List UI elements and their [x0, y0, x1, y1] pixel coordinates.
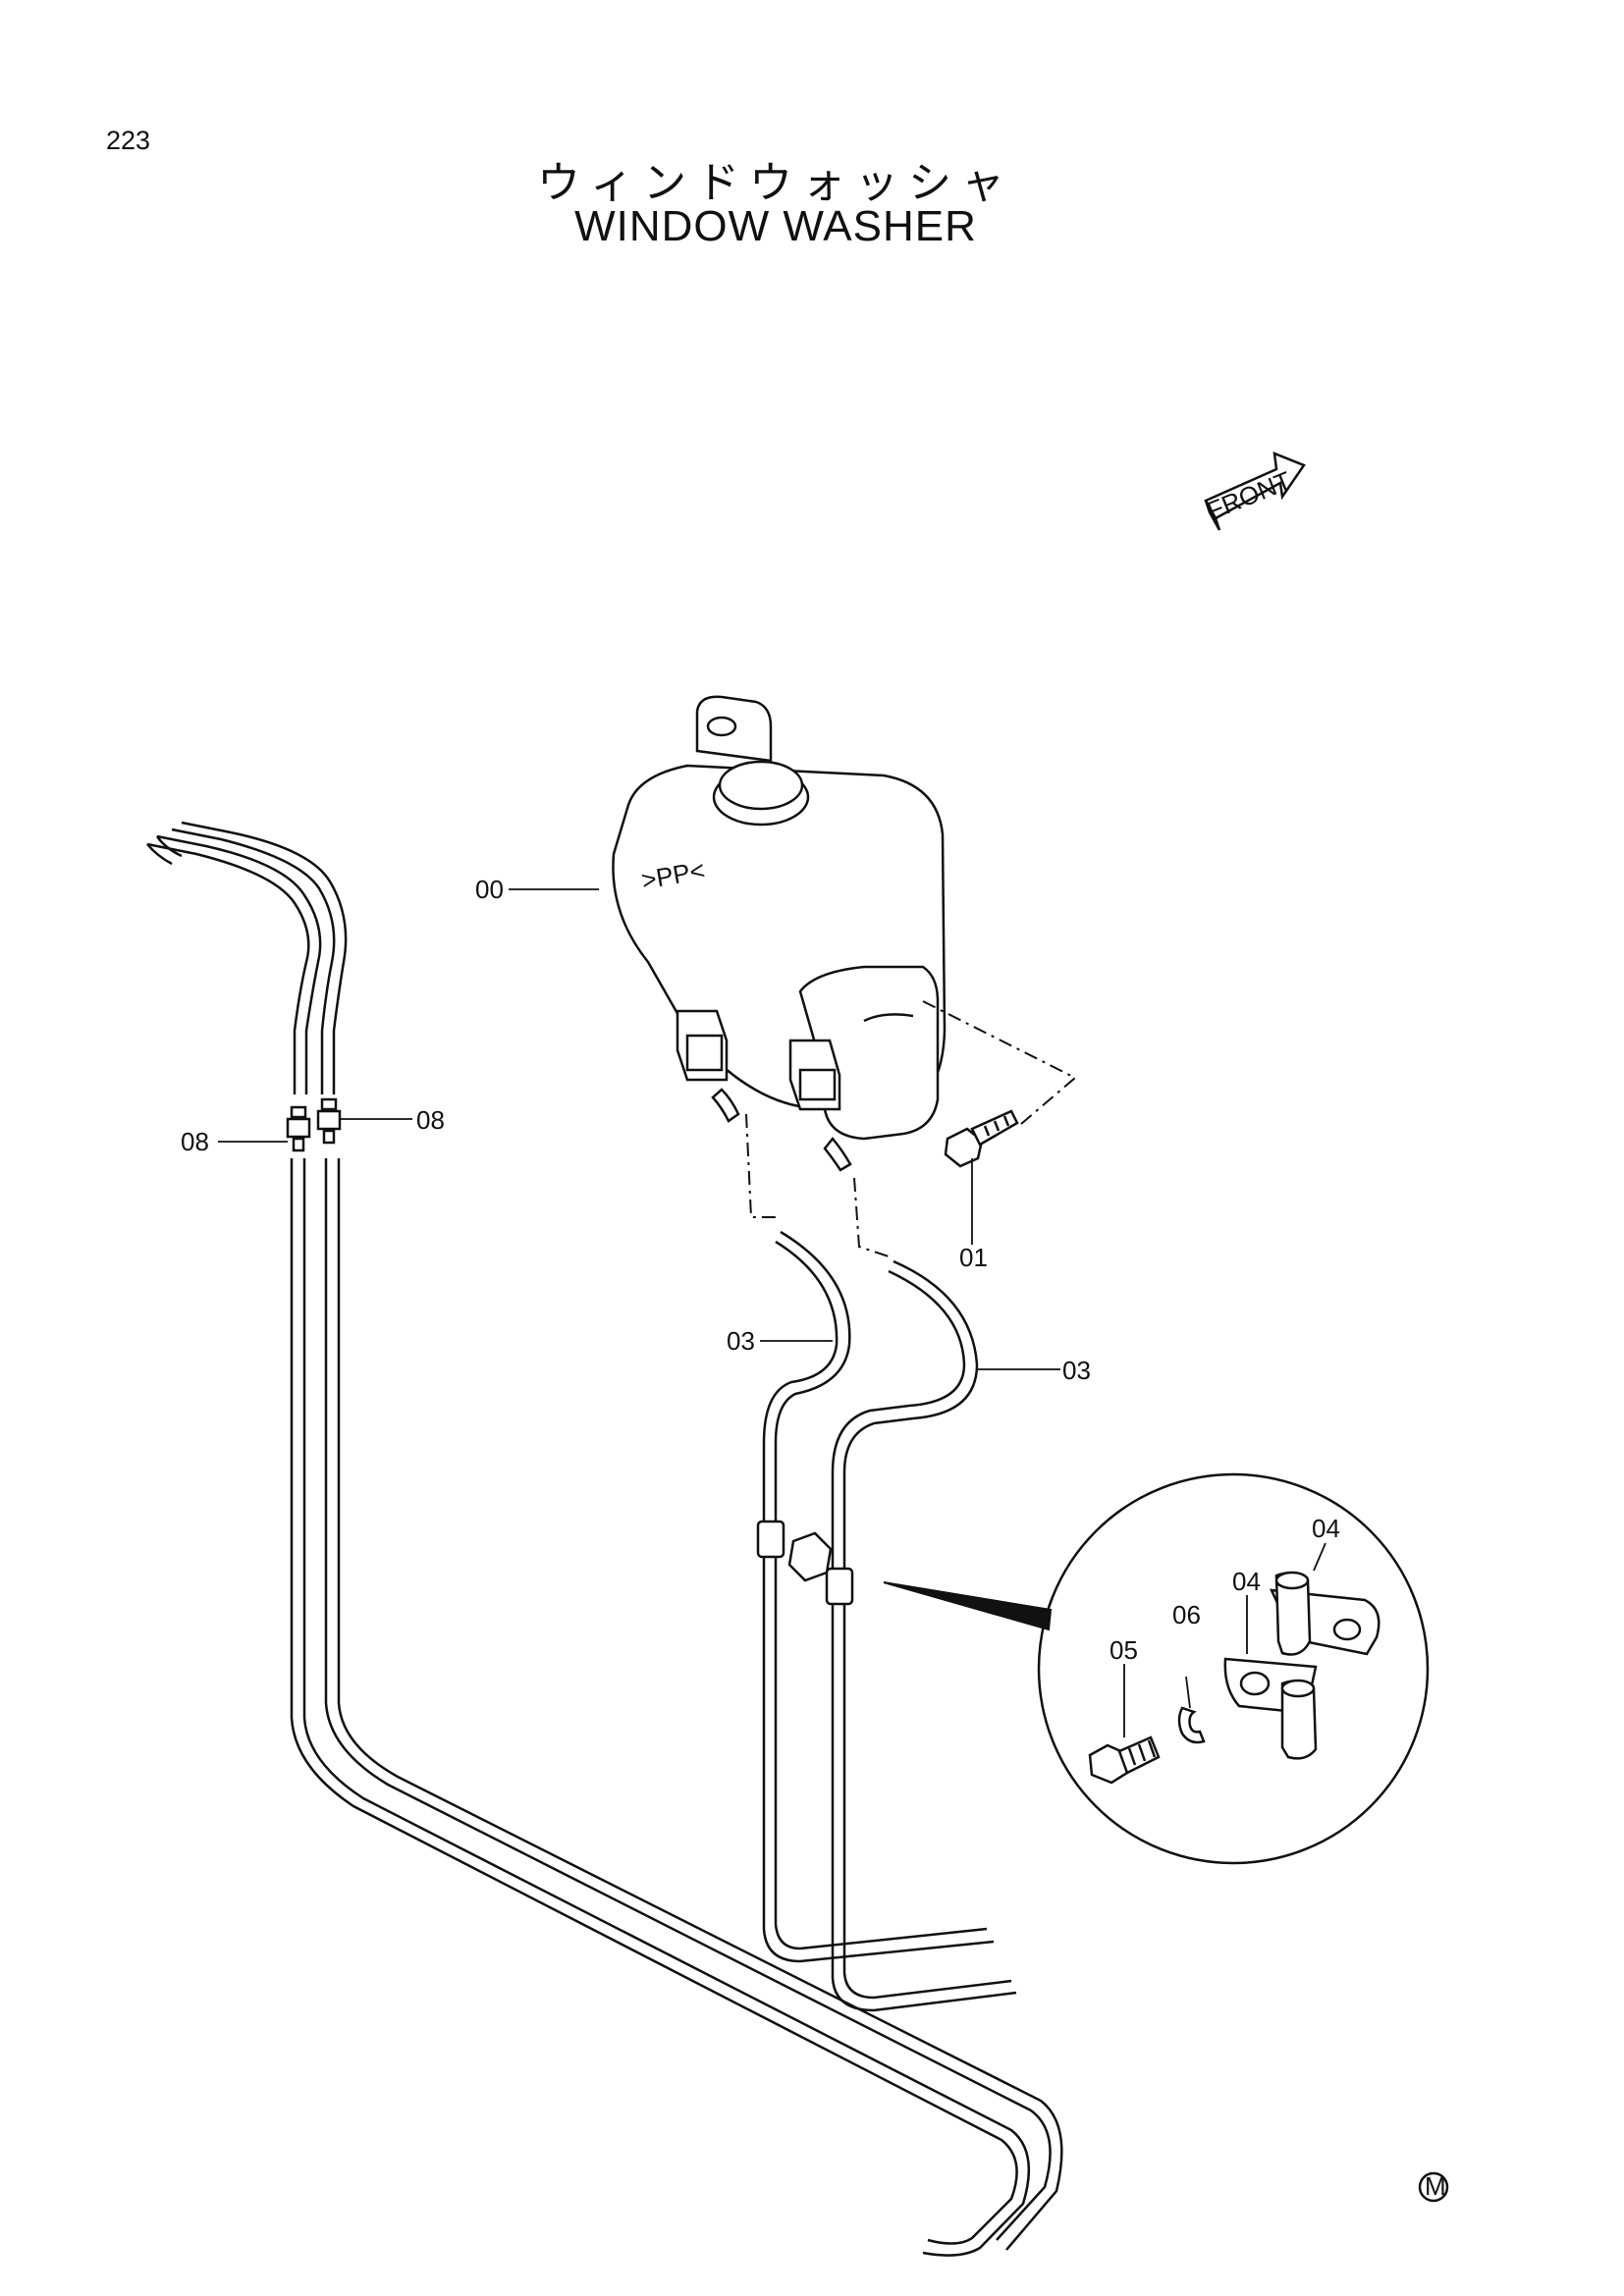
callout-03-right: 03 [1062, 1356, 1091, 1385]
connector-08-left [286, 1105, 311, 1152]
corner-mark: M [1418, 2171, 1449, 2203]
clamp-bolt [787, 1531, 833, 1582]
callout-01: 01 [959, 1243, 988, 1272]
callout-04-upper: 04 [1312, 1514, 1340, 1543]
washer-tank: >PP< [612, 695, 947, 1172]
callout-08-right: 08 [416, 1105, 445, 1135]
svg-text:M: M [1425, 2171, 1446, 2201]
title-english: WINDOW WASHER [574, 202, 977, 250]
front-arrow-icon: FRONT [1203, 452, 1306, 531]
bolt-01 [944, 1109, 1019, 1168]
callout-04-lower: 04 [1232, 1567, 1261, 1596]
detail-pointer [883, 1581, 1053, 1631]
clamp-left [756, 1520, 785, 1559]
callout-00: 00 [475, 875, 504, 904]
clamp-right [825, 1567, 854, 1606]
callout-05: 05 [1110, 1635, 1138, 1665]
connector-08-right [316, 1097, 342, 1145]
callout-08-left: 08 [181, 1127, 209, 1156]
detail-view [1037, 1472, 1430, 1865]
callout-06: 06 [1172, 1600, 1201, 1629]
page-number: 223 [106, 126, 151, 155]
callout-03-left: 03 [727, 1326, 755, 1356]
title-japanese: ウィンドウォッシャ [537, 158, 1014, 208]
front-label: FRONT [1203, 465, 1295, 525]
